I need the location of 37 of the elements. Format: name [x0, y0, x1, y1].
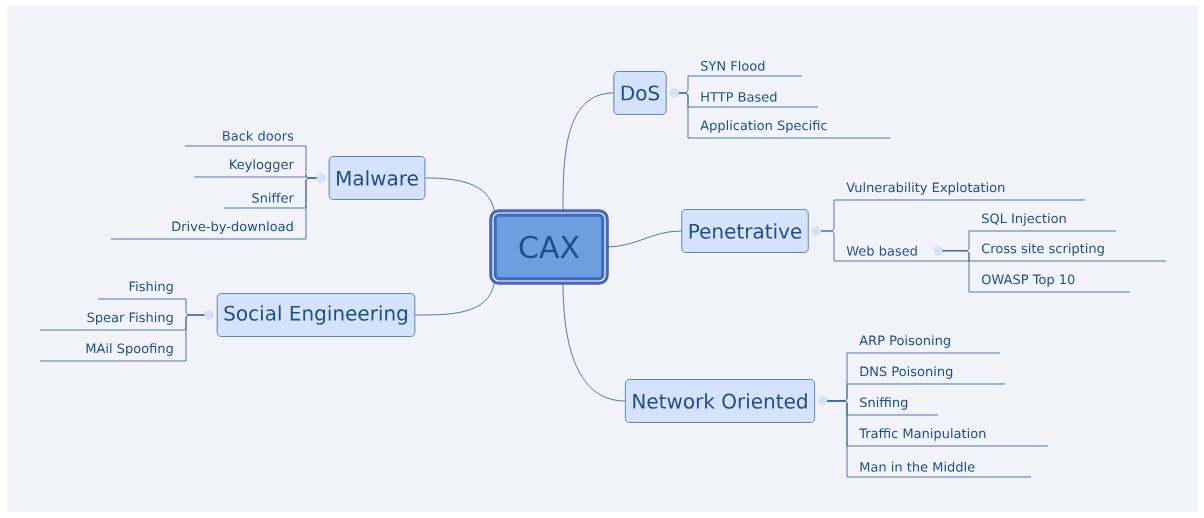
connector-line: [678, 92, 689, 139]
subtopic-label: Sniffer: [223, 192, 307, 209]
connector-line: [562, 282, 626, 402]
subtopic-label: SYN Flood: [687, 60, 803, 77]
subtopic-label: MAil Spoofing: [39, 343, 187, 362]
connector-line: [562, 92, 614, 212]
subtopic-label: Drive-by-download: [110, 221, 307, 240]
subtopic-label: Man in the Middle: [846, 461, 1032, 478]
subtopic-label: Fishing: [97, 281, 187, 300]
topic-box: DoS: [613, 71, 680, 115]
central-topic-box: CAX: [489, 209, 609, 285]
subtopic-label: Vulnerability Explotation: [833, 182, 1086, 201]
connector-line: [424, 177, 495, 212]
topic-box: Malware: [316, 156, 426, 200]
connector-line: [185, 314, 205, 362]
subtopic-label: SQL Injection: [968, 213, 1117, 232]
topic-box: Network Oriented: [625, 379, 828, 423]
subtopic-label: ARP Poisoning: [846, 335, 1001, 354]
connector-line: [826, 400, 848, 478]
subtopic-label: DNS Poisoning: [846, 366, 1006, 385]
subtopic-label: Spear Fishing: [39, 312, 187, 331]
connector-line: [820, 230, 835, 262]
subtopic-label: OWASP Top 10: [968, 274, 1131, 293]
subtopic-label: Cross site scripting: [968, 243, 1167, 262]
connector-line: [414, 282, 495, 316]
subtopic-label: Traffic Manipulation: [846, 428, 1049, 447]
subtopic-label: Web based: [833, 245, 970, 262]
connector-line: [305, 177, 317, 240]
subtopic-label: Keylogger: [193, 159, 307, 178]
connector-line: [942, 250, 970, 293]
topic-box: Penetrative: [681, 209, 822, 253]
subtopic-label: Back doors: [184, 130, 307, 147]
topic-box: Social Engineering: [204, 293, 416, 337]
subtopic-label: Application Specific: [687, 120, 891, 139]
subtopic-label: HTTP Based: [687, 91, 819, 108]
connector-line: [606, 230, 682, 248]
subtopic-label: Sniffing: [846, 397, 939, 416]
